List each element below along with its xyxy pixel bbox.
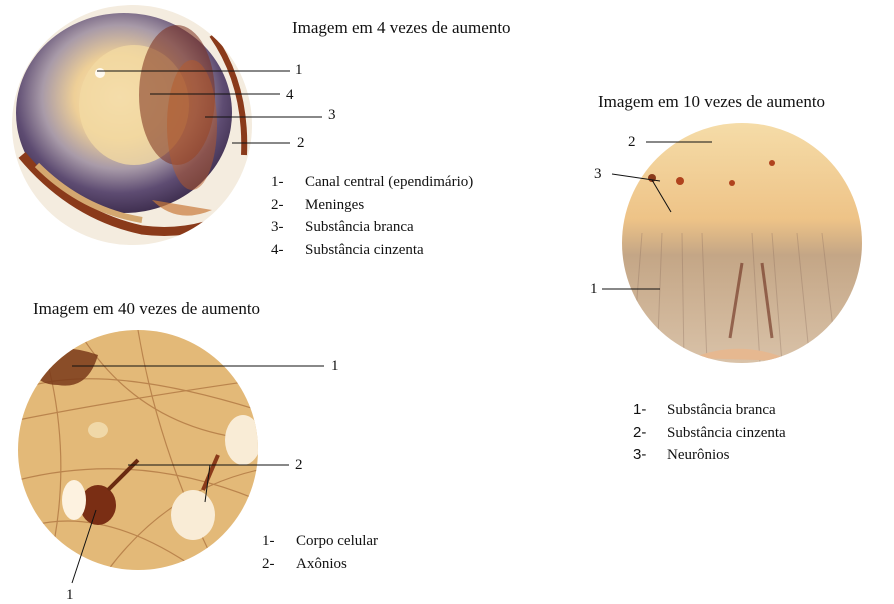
legend-10x: 1-Substância branca 2-Substância cinzent… [633,399,786,467]
legend-4x-item: 1-Canal central (ependimário) [271,171,473,194]
callout-10x-3: 3 [594,166,602,183]
callout-4x-4: 4 [286,87,294,104]
micrograph-40x [18,330,258,570]
legend-10x-item: 1-Substância branca [633,399,786,422]
callout-4x-2: 2 [297,135,305,152]
legend-4x: 1-Canal central (ependimário) 2-Meninges… [271,171,473,261]
title-4x: Imagem em 4 vezes de aumento [292,18,511,38]
title-10x: Imagem em 10 vezes de aumento [598,92,825,112]
callout-40x-2: 2 [295,457,303,474]
callout-40x-1-top: 1 [331,358,339,375]
title-40x: Imagem em 40 vezes de aumento [33,299,260,319]
callout-4x-3: 3 [328,107,336,124]
legend-10x-item: 3-Neurônios [633,444,786,467]
callout-10x-1: 1 [590,281,598,298]
legend-4x-item: 2-Meninges [271,194,473,217]
callout-10x-2: 2 [628,134,636,151]
legend-40x-item: 2-Axônios [262,553,378,576]
micrograph-10x [622,123,862,363]
legend-10x-item: 2-Substância cinzenta [633,422,786,445]
callout-40x-1-bottom: 1 [66,587,74,604]
legend-40x-item: 1-Corpo celular [262,530,378,553]
legend-40x: 1-Corpo celular 2-Axônios [262,530,378,575]
callout-4x-1: 1 [295,62,303,79]
legend-4x-item: 4-Substância cinzenta [271,239,473,262]
micrograph-4x [12,5,252,245]
legend-4x-item: 3-Substância branca [271,216,473,239]
